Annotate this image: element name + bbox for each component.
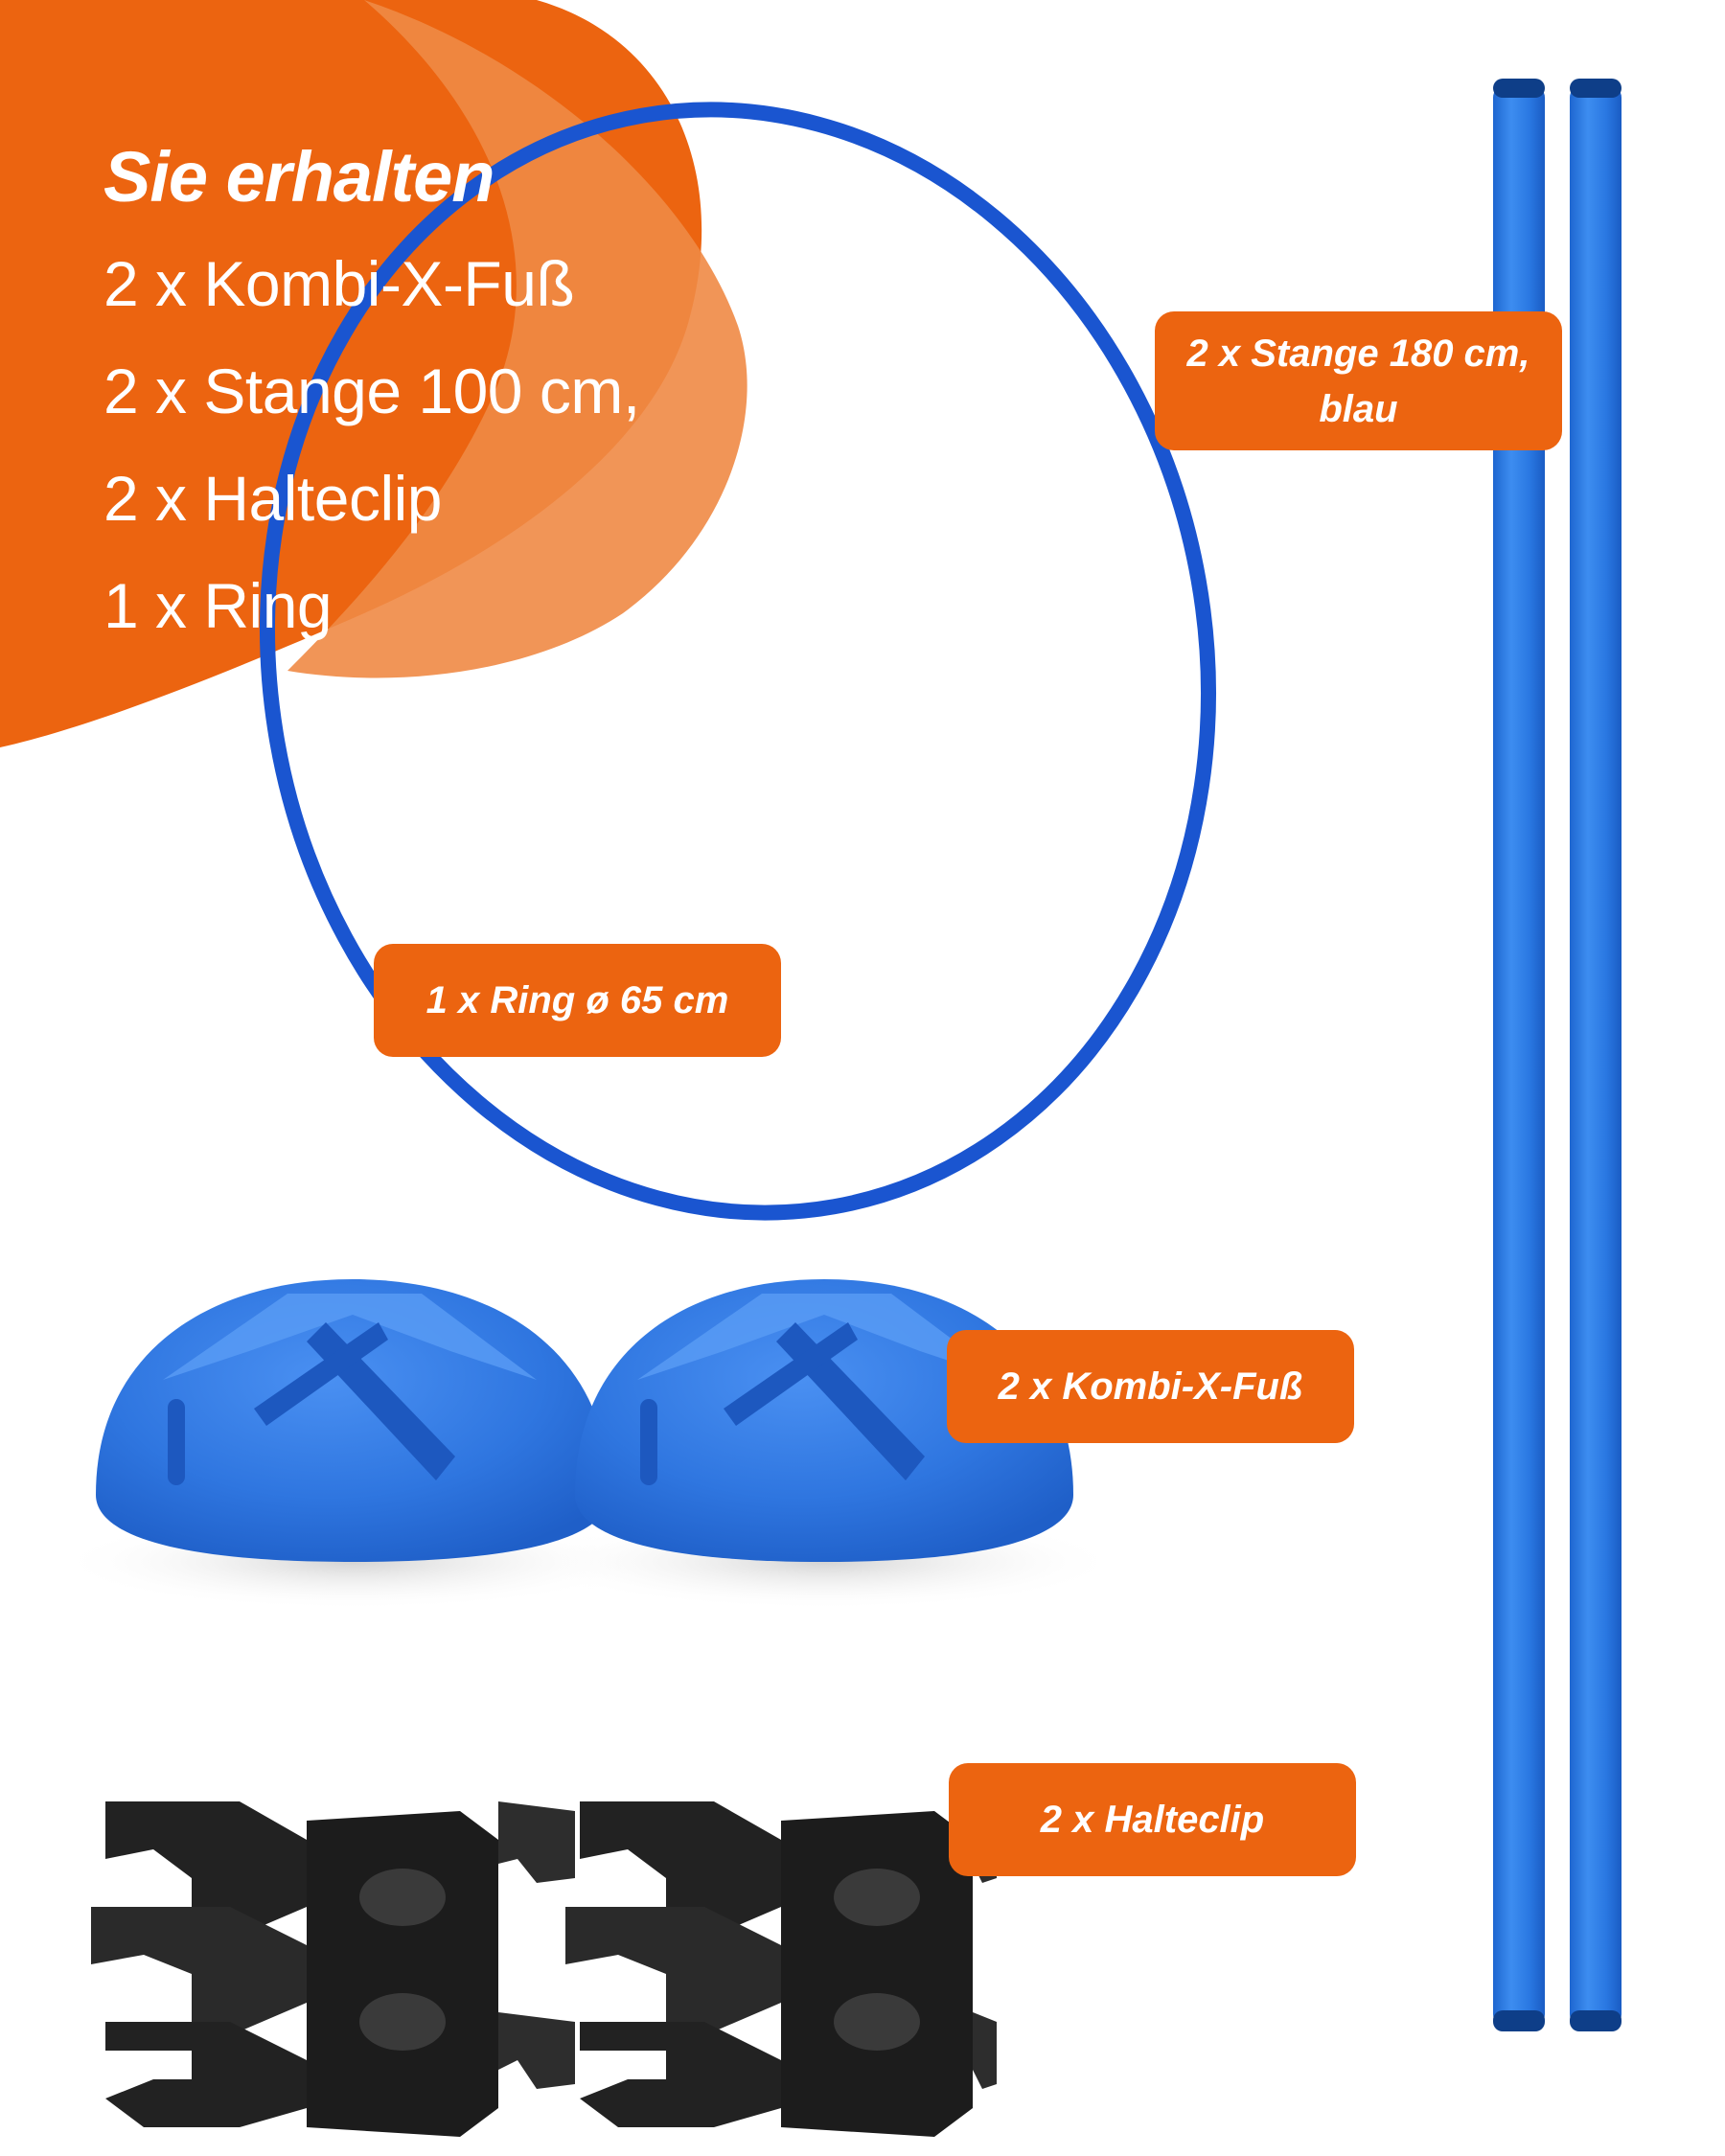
contents-item-ring: 1 x Ring (104, 570, 333, 641)
ring-label: 1 x Ring ø 65 cm (374, 944, 781, 1057)
contents-heading: Sie erhalten (104, 137, 495, 217)
feet-label-text: 2 x Kombi-X-Fuß (998, 1365, 1303, 1408)
pole-icon (1493, 79, 1545, 2031)
contents-item-feet: 2 x Kombi-X-Fuß (104, 248, 575, 319)
contents-item-poles: 2 x Stange 100 cm, (104, 356, 640, 426)
poles-label-line1: 2 x Stange 180 cm, (1186, 332, 1530, 375)
poles-label: 2 x Stange 180 cm, blau (1155, 311, 1562, 450)
dome-foot-icon (527, 1279, 1121, 1610)
ring-label-text: 1 x Ring ø 65 cm (426, 979, 729, 1021)
pole-icon (1570, 79, 1622, 2031)
dome-foot-icon (56, 1279, 650, 1610)
orange-corner-shape (0, 0, 748, 747)
holding-clip-icon (91, 1801, 575, 2137)
clips-label: 2 x Halteclip (949, 1763, 1356, 1876)
holding-clip-icon (565, 1801, 997, 2137)
poles-label-line2: blau (1319, 387, 1398, 430)
contents-item-clips: 2 x Halteclip (104, 463, 442, 534)
clips-label-text: 2 x Halteclip (1040, 1799, 1265, 1841)
ring-icon (260, 102, 1216, 1221)
contents-list: Sie erhalten 2 x Kombi-X-Fuß 2 x Stange … (104, 125, 640, 659)
feet-label: 2 x Kombi-X-Fuß (947, 1330, 1354, 1443)
